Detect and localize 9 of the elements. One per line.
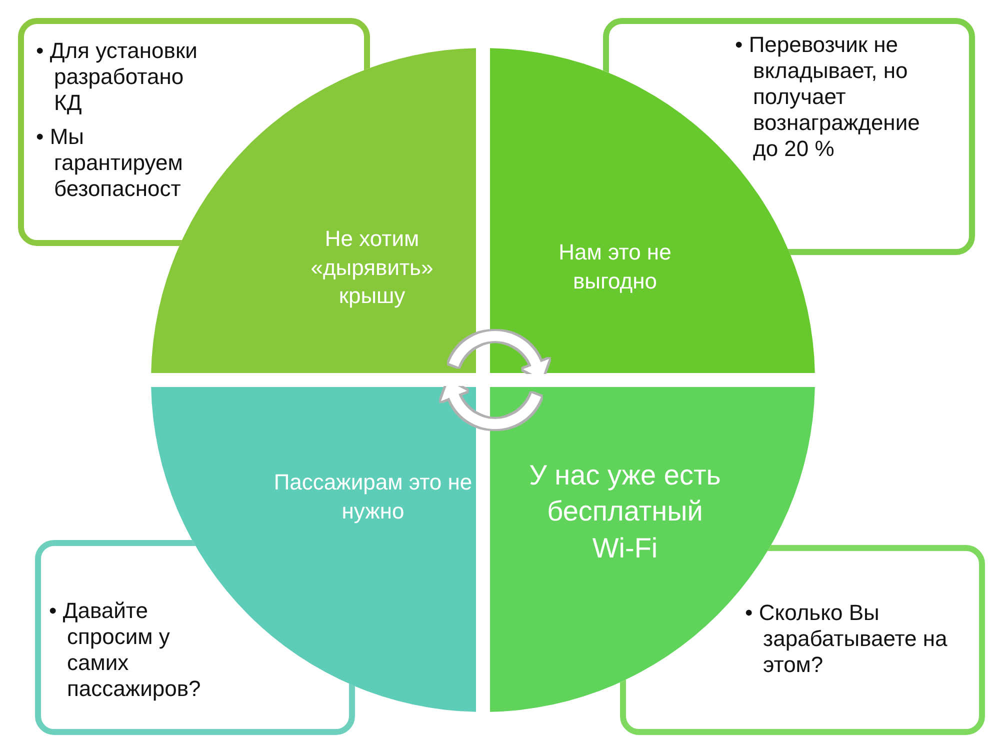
bullet-text: • Давайте спросим у самих пассажиров? (49, 598, 202, 702)
sector-label: Нам это не выгодно (558, 238, 672, 295)
bullet-text: • Сколько Вы зарабатываете на этом? (745, 600, 948, 678)
bullet-text: • Для установки разработано КД (36, 38, 198, 116)
sector-label: У нас уже есть бесплатный Wi-Fi (528, 458, 722, 566)
bullet-text: • Перевозчик не вкладывает, но получает вознаграждение до 20 % (735, 32, 921, 162)
sector-label: Пассажирам это не нужно (273, 468, 473, 526)
sector-label: Не хотим «дырявить» крышу (310, 225, 434, 310)
bullet-text: • Мы гарантируем безопасност (36, 124, 184, 202)
